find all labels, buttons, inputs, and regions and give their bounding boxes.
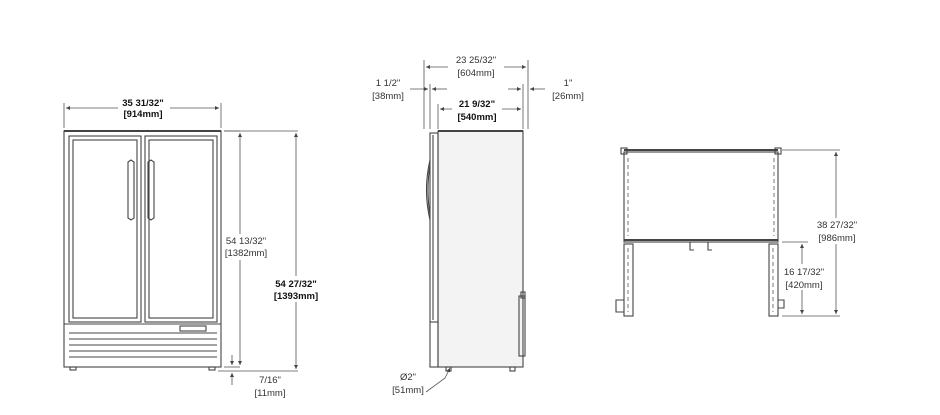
right-door <box>144 135 218 323</box>
side-handle <box>425 159 431 221</box>
rear-offset-in: 1" <box>564 78 573 89</box>
open-depth-mm: [986mm] <box>819 233 856 244</box>
door-offset-mm: [38mm] <box>372 91 404 102</box>
top-view: 38 27/32" [986mm] 16 17/32" [420mm] <box>615 147 862 317</box>
left-open-handle <box>615 299 624 313</box>
left-handle <box>127 159 135 221</box>
front-view: 35 31/32" [914mm] 54 13/32" [1382mm] 54 … <box>63 96 322 399</box>
foot-height-in: 7/16" <box>259 375 281 386</box>
cabinet-depth-top-mm: [420mm] <box>786 280 823 291</box>
control-panel <box>179 325 207 332</box>
drain-diameter-mm: [51mm] <box>392 385 424 396</box>
cabinet-height-in: 54 13/32" <box>226 236 266 247</box>
left-open-door <box>623 243 634 317</box>
side-view: 23 25/32" [604mm] 1 1/2" [38mm] 21 9/32"… <box>372 52 584 396</box>
right-open-door <box>768 243 779 317</box>
top-cabinet-body <box>623 151 779 243</box>
front-width-in: 35 31/32" <box>122 98 163 109</box>
cabinet-height-mm: [1382mm] <box>225 248 267 259</box>
side-cabinet-outline <box>437 130 524 368</box>
rear-offset-mm: [26mm] <box>552 91 584 102</box>
foot-height-mm: [11mm] <box>255 388 286 399</box>
front-right-foot <box>208 366 216 371</box>
front-cabinet-outline <box>63 130 222 368</box>
cabinet-depth-mm: [540mm] <box>457 112 496 123</box>
front-width-mm: [914mm] <box>123 109 162 120</box>
drain-diameter-in: Ø2" <box>400 372 416 383</box>
side-door-edge <box>429 132 439 368</box>
overall-depth-in: 23 25/32" <box>456 55 496 66</box>
open-depth-in: 38 27/32" <box>817 220 857 231</box>
overall-height-in: 54 27/32" <box>275 279 316 290</box>
front-left-foot <box>69 366 77 371</box>
door-offset-in: 1 1/2" <box>376 78 401 89</box>
cabinet-depth-top-in: 16 17/32" <box>784 267 824 278</box>
left-door <box>68 135 142 323</box>
rear-unit <box>518 295 526 357</box>
side-rear-foot <box>509 366 516 372</box>
right-open-handle <box>778 299 785 309</box>
overall-height-mm: [1393mm] <box>274 291 318 302</box>
overall-depth-mm: [604mm] <box>458 68 495 79</box>
cabinet-depth-in: 21 9/32" <box>459 99 495 110</box>
right-handle <box>147 159 155 221</box>
